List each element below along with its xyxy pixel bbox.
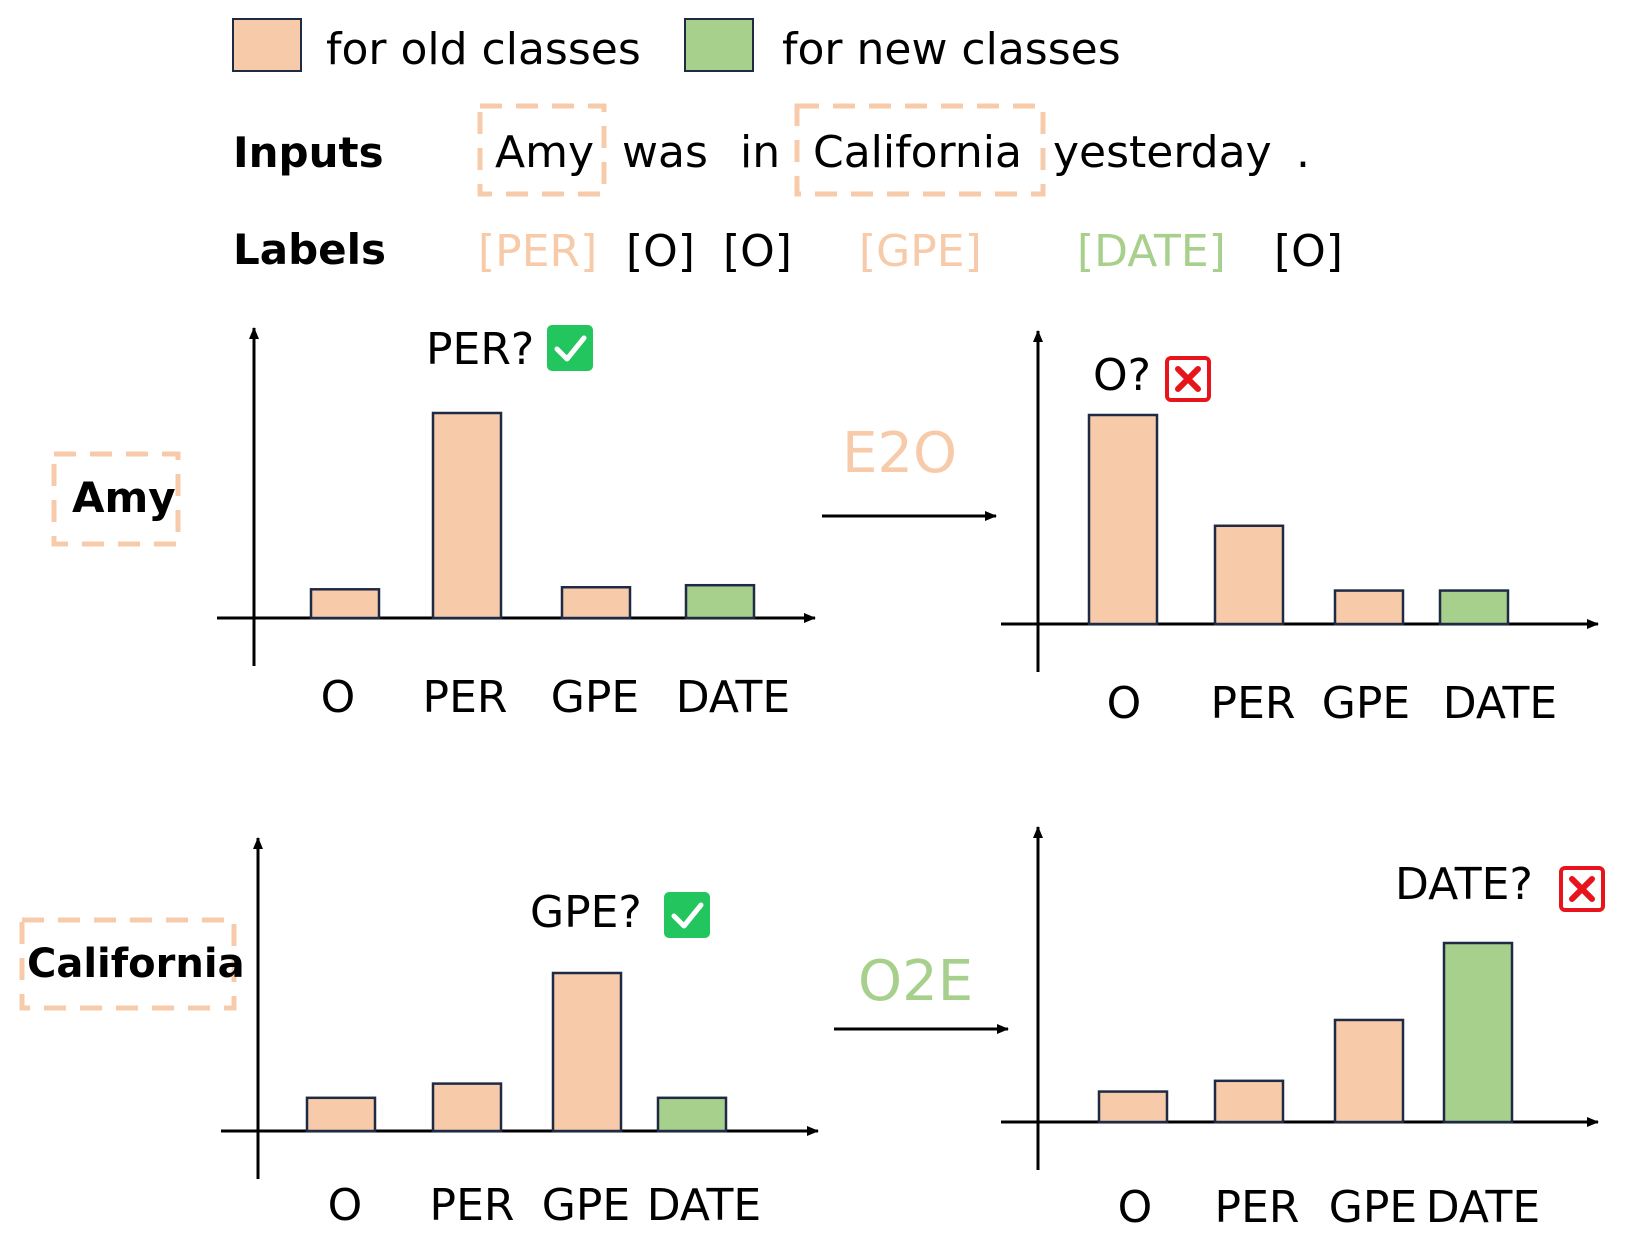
tick-label-o: O <box>321 672 356 723</box>
inputs-row: Inputs Amy was in California yesterday . <box>233 103 1310 197</box>
tick-label-date: DATE <box>676 672 790 723</box>
bar-date <box>684 583 756 620</box>
label-tag-o-3: [O] <box>1274 226 1343 277</box>
bar-o <box>305 1096 377 1133</box>
tick-label-per: PER <box>1211 678 1296 729</box>
check-icon <box>664 892 710 938</box>
cross-icon <box>1559 866 1605 912</box>
transform-label-e2o: E2O <box>842 421 957 486</box>
input-token-in: in <box>740 127 780 178</box>
legend: for old classes for new classes <box>232 18 1121 75</box>
labels-row: Labels [PER] [O] [O] [GPE] [DATE] [O] <box>233 225 1343 277</box>
tick-label-date: DATE <box>1426 1182 1540 1233</box>
chart-amy-before: O PER GPE DATE PER? <box>217 324 816 723</box>
input-token-was: was <box>622 127 708 178</box>
legend-new-swatch <box>684 18 754 72</box>
input-token-period: . <box>1296 127 1310 178</box>
tick-label-per: PER <box>423 672 508 723</box>
bar-per <box>431 411 503 620</box>
bar-o <box>1087 413 1159 626</box>
prediction-annotation: DATE? <box>1395 859 1533 910</box>
entity-box-california: California <box>19 917 245 1011</box>
tick-label-o: O <box>1107 678 1142 729</box>
cross-icon <box>1165 356 1211 402</box>
bar-per <box>431 1082 503 1133</box>
tick-label-per: PER <box>1215 1182 1300 1233</box>
input-token-california: California <box>813 127 1022 178</box>
bar-o <box>309 588 381 620</box>
amy-dashed-box <box>477 103 607 197</box>
tick-label-o: O <box>1118 1182 1153 1233</box>
bar-date <box>1442 941 1514 1124</box>
label-tag-o-2: [O] <box>723 226 792 277</box>
california-dashed-box <box>794 103 1046 197</box>
tick-label-date: DATE <box>647 1180 761 1231</box>
inputs-heading: Inputs <box>233 128 384 177</box>
bar-gpe <box>1333 589 1405 626</box>
entity-label-california: California <box>27 941 245 987</box>
label-tag-o-1: [O] <box>626 226 695 277</box>
tick-label-date: DATE <box>1443 678 1557 729</box>
bar-gpe <box>560 586 632 620</box>
prediction-annotation: GPE? <box>530 887 642 938</box>
input-token-amy: Amy <box>495 127 594 178</box>
label-tag-gpe: [GPE] <box>859 226 982 277</box>
entity-box-amy: Amy <box>51 451 181 547</box>
bar-per <box>1213 1079 1285 1124</box>
tick-label-gpe: GPE <box>542 1180 630 1231</box>
prediction-annotation: O? <box>1093 350 1151 401</box>
legend-old-label: for old classes <box>326 24 641 75</box>
legend-old-swatch <box>232 18 302 72</box>
bar-o <box>1097 1090 1169 1124</box>
check-icon <box>547 325 593 371</box>
bar-date <box>1438 589 1510 626</box>
tick-label-gpe: GPE <box>1329 1182 1417 1233</box>
prediction-annotation: PER? <box>426 324 534 375</box>
entity-label-amy: Amy <box>72 473 176 522</box>
bar-per <box>1213 524 1285 626</box>
tick-label-per: PER <box>430 1180 515 1231</box>
labels-heading: Labels <box>233 225 386 274</box>
transform-label-o2e: O2E <box>858 949 973 1014</box>
bar-gpe <box>551 971 623 1133</box>
label-tag-date: [DATE] <box>1077 226 1226 277</box>
tick-label-gpe: GPE <box>1322 678 1410 729</box>
tick-label-gpe: GPE <box>551 672 639 723</box>
bar-gpe <box>1333 1018 1405 1124</box>
tick-label-o: O <box>328 1180 363 1231</box>
chart-california-before: O PER GPE DATE GPE? <box>221 837 819 1231</box>
legend-new-label: for new classes <box>782 24 1121 75</box>
input-token-yesterday: yesterday <box>1053 127 1272 178</box>
chart-amy-after-e2o: O PER GPE DATE O? <box>1001 330 1599 729</box>
bar-date <box>656 1096 728 1133</box>
label-tag-per: [PER] <box>478 226 597 277</box>
